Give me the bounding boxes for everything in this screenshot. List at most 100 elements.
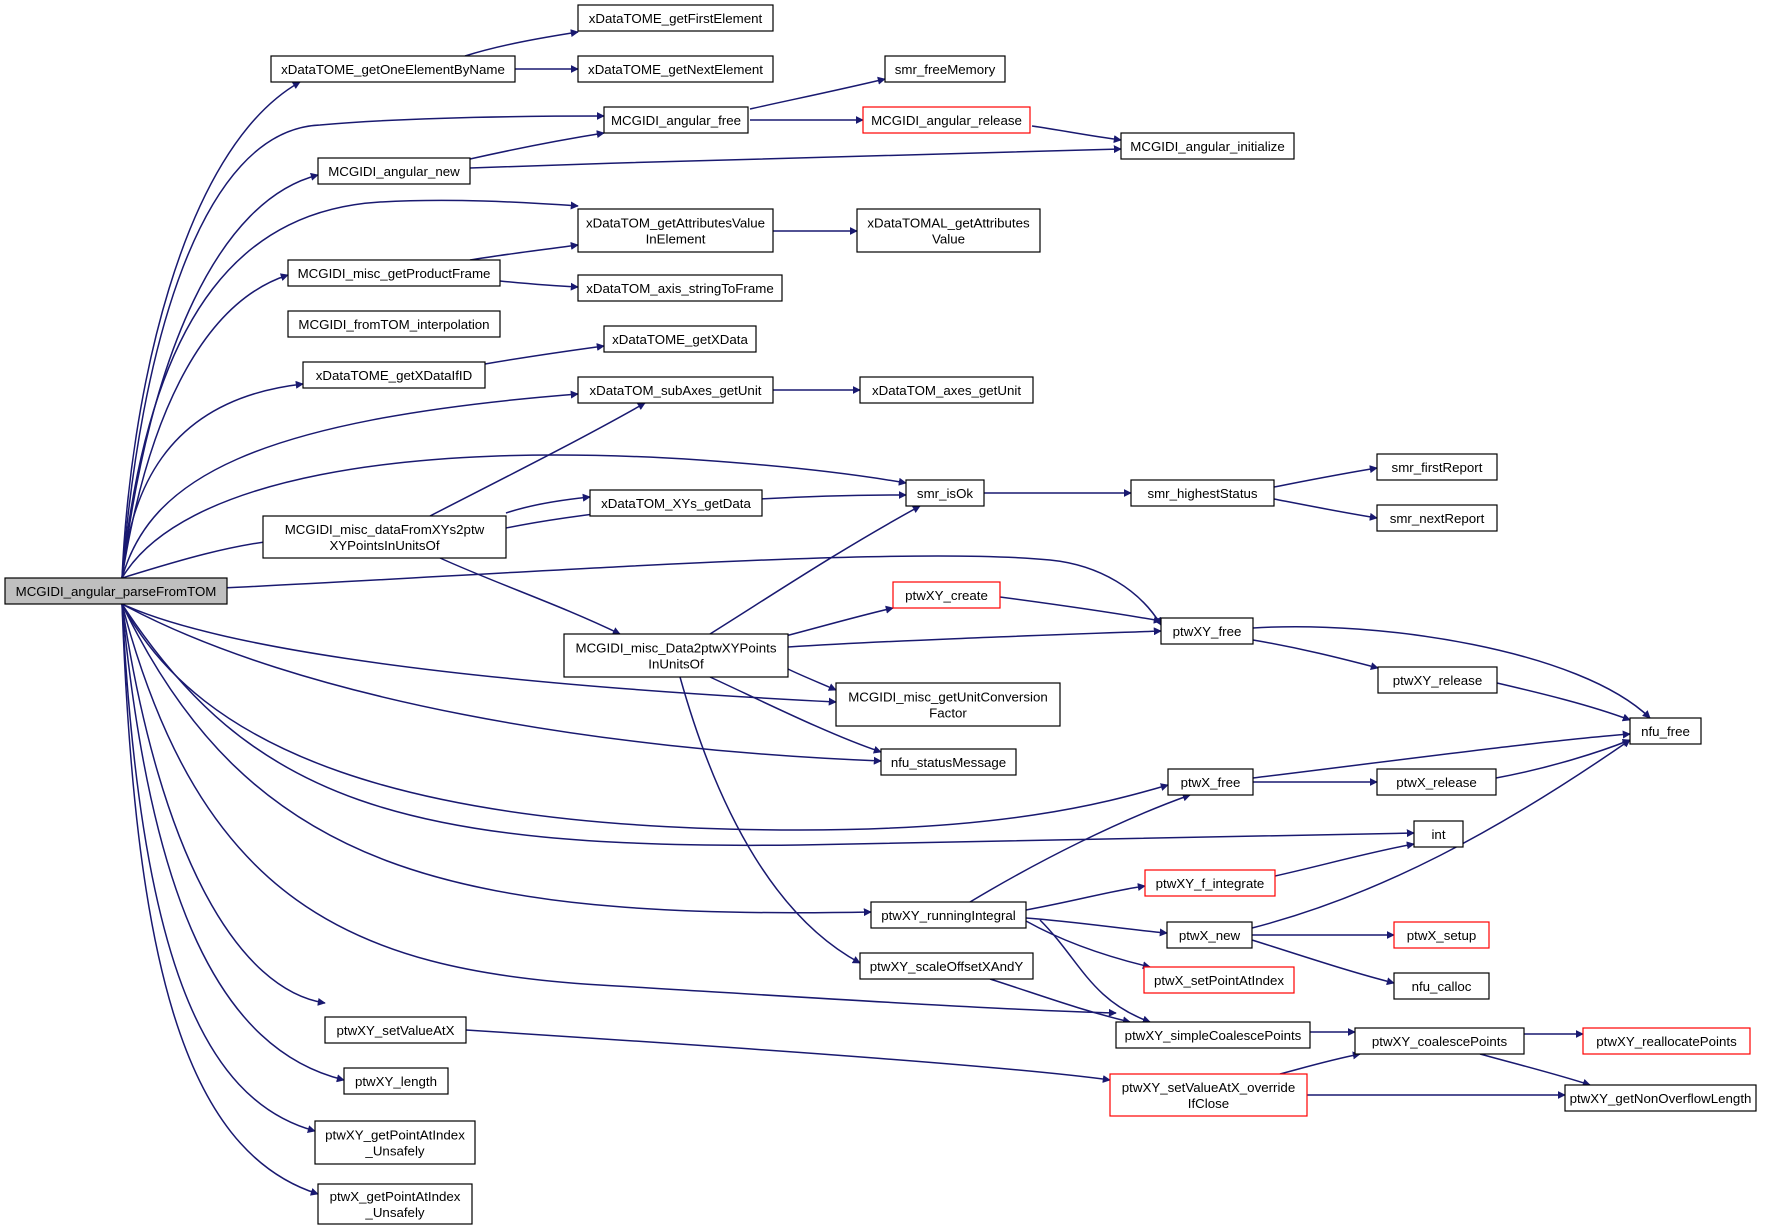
graph-node[interactable]: ptwX_new [1166, 921, 1253, 949]
node-box [1376, 504, 1498, 532]
graph-node[interactable]: ptwXY_setValueAtX [324, 1016, 467, 1044]
graph-node[interactable]: smr_isOk [905, 479, 985, 507]
graph-node[interactable]: MCGIDI_angular_initialize [1120, 132, 1295, 160]
graph-node[interactable]: xDataTOMAL_getAttributesValue [856, 208, 1041, 253]
node-label: ptwXY_create [905, 588, 988, 603]
call-edge [1251, 739, 1631, 929]
node-box [905, 479, 985, 507]
graph-node[interactable]: smr_freeMemory [884, 55, 1006, 83]
graph-node[interactable]: xDataTOM_XYs_getData [589, 489, 763, 517]
node-label: MCGIDI_angular_initialize [1130, 139, 1284, 154]
call-edge [121, 603, 872, 917]
graph-node[interactable]: MCGIDI_angular_release [862, 106, 1031, 134]
graph-node[interactable]: ptwXY_reallocatePoints [1582, 1027, 1751, 1055]
graph-node[interactable]: xDataTOM_subAxes_getUnit [577, 376, 774, 404]
graph-node[interactable]: xDataTOM_axis_stringToFrame [577, 274, 783, 302]
node-label: smr_freeMemory [895, 62, 996, 77]
graph-node[interactable]: MCGIDI_fromTOM_interpolation [287, 310, 501, 338]
graph-node[interactable]: ptwXY_release [1377, 666, 1498, 694]
graph-node[interactable]: MCGIDI_misc_dataFromXYs2ptwXYPointsInUni… [262, 515, 507, 559]
graph-node[interactable]: xDataTOME_getOneElementByName [270, 55, 516, 83]
graph-node[interactable]: xDataTOME_getFirstElement [577, 4, 774, 32]
graph-node[interactable]: ptwXY_getPointAtIndex_Unsafely [314, 1120, 476, 1165]
graph-node[interactable]: MCGIDI_angular_parseFromTOM [4, 577, 228, 605]
call-edge [679, 676, 861, 964]
node-label: xDataTOME_getFirstElement [589, 11, 763, 26]
node-label: xDataTOME_getXData [612, 332, 748, 347]
call-edge [787, 668, 837, 691]
node-box [563, 633, 789, 678]
graph-node[interactable]: ptwX_setPointAtIndex [1143, 966, 1295, 994]
call-edge [121, 172, 319, 579]
node-label: _Unsafely [364, 1205, 424, 1220]
graph-node[interactable]: xDataTOME_getXDataIfID [302, 361, 486, 389]
node-label: ptwXY_runningIntegral [881, 908, 1016, 923]
graph-node[interactable]: xDataTOME_getXData [603, 325, 757, 353]
graph-node[interactable]: ptwXY_simpleCoalescePoints [1115, 1021, 1311, 1049]
call-edge [121, 603, 326, 1006]
graph-node[interactable]: nfu_statusMessage [880, 748, 1017, 776]
graph-node[interactable]: ptwXY_free [1160, 617, 1254, 645]
graph-node[interactable]: ptwXY_f_integrate [1144, 869, 1276, 897]
call-edge [464, 29, 579, 57]
nodes-layer: MCGIDI_angular_parseFromTOM xDataTOME_get… [4, 4, 1757, 1225]
graph-node[interactable]: ptwXY_create [892, 581, 1001, 609]
call-edge [1025, 883, 1146, 911]
node-box [1376, 453, 1498, 481]
node-box [892, 581, 1001, 609]
graph-node[interactable]: xDataTOM_axes_getUnit [859, 376, 1034, 404]
graph-node[interactable]: ptwX_setup [1393, 921, 1490, 949]
graph-node[interactable]: ptwXY_getNonOverflowLength [1564, 1084, 1757, 1112]
node-box [1167, 768, 1254, 796]
node-box [880, 748, 1017, 776]
call-edge [121, 199, 579, 579]
node-label: nfu_calloc [1412, 979, 1472, 994]
call-edge [989, 978, 1131, 1025]
call-edge [709, 676, 882, 754]
graph-node[interactable]: smr_nextReport [1376, 504, 1498, 532]
graph-node[interactable]: ptwXY_coalescePoints [1354, 1027, 1525, 1055]
node-label: ptwXY_getPointAtIndex [325, 1128, 465, 1143]
node-box [1143, 966, 1295, 994]
node-label: xDataTOM_XYs_getData [601, 496, 751, 511]
node-box [262, 515, 507, 559]
graph-node[interactable]: MCGIDI_angular_free [603, 106, 749, 134]
call-edge [121, 81, 301, 579]
call-edge [709, 505, 921, 635]
graph-node[interactable]: nfu_free [1629, 717, 1702, 745]
graph-node[interactable]: ptwXY_length [343, 1067, 449, 1095]
graph-node[interactable]: ptwXY_scaleOffsetXAndY [859, 952, 1034, 980]
node-box [4, 577, 228, 605]
call-edge [1274, 841, 1415, 877]
call-edge [1252, 625, 1651, 719]
node-label: ptwXY_f_integrate [1156, 876, 1265, 891]
call-edge [1496, 682, 1631, 722]
graph-node[interactable]: MCGIDI_angular_new [317, 157, 471, 185]
graph-node[interactable]: ptwX_free [1167, 768, 1254, 796]
node-label: ptwXY_setValueAtX [336, 1023, 454, 1038]
node-label: _Unsafely [364, 1144, 424, 1159]
graph-node[interactable]: nfu_calloc [1393, 972, 1490, 1000]
graph-node[interactable]: ptwXY_runningIntegral [870, 901, 1027, 929]
node-box [859, 952, 1034, 980]
graph-node[interactable]: ptwX_release [1376, 768, 1497, 796]
node-box [317, 157, 471, 185]
graph-node[interactable]: smr_firstReport [1376, 453, 1498, 481]
graph-node[interactable]: smr_highestStatus [1130, 479, 1275, 507]
graph-node[interactable]: ptwX_getPointAtIndex_Unsafely [317, 1183, 473, 1225]
node-label: MCGIDI_angular_free [611, 113, 741, 128]
graph-node[interactable]: MCGIDI_misc_getProductFrame [287, 259, 501, 287]
graph-node[interactable]: xDataTOME_getNextElement [577, 55, 774, 83]
node-box [862, 106, 1031, 134]
call-edge [121, 603, 837, 706]
call-edge [465, 1029, 1111, 1083]
node-label: MCGIDI_fromTOM_interpolation [298, 317, 489, 332]
call-edge [121, 380, 304, 579]
call-edge [121, 454, 907, 579]
graph-node[interactable]: int [1413, 820, 1464, 848]
call-edge [121, 603, 1415, 847]
